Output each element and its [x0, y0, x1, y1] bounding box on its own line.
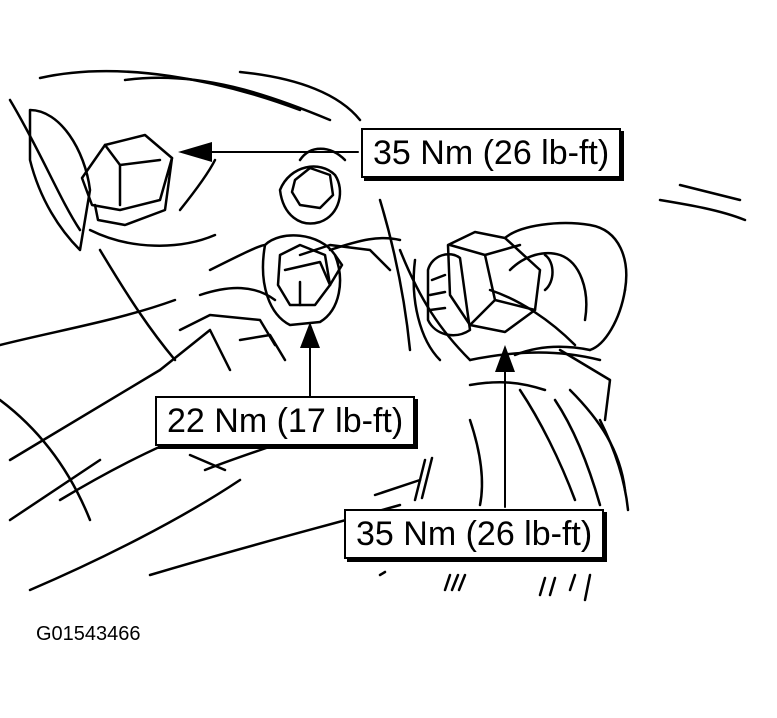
right-bolt-and-pipe — [426, 221, 628, 352]
arrow-top — [178, 142, 359, 162]
torque-callout-top: 35 Nm (26 lb-ft) — [361, 128, 622, 178]
torque-callout-bottom: 35 Nm (26 lb-ft) — [344, 509, 605, 559]
figure-code: G01543466 — [36, 623, 141, 645]
arrow-middle — [300, 322, 320, 397]
arrow-bottom — [495, 345, 515, 508]
torque-callout-middle: 22 Nm (17 lb-ft) — [155, 396, 416, 446]
top-left-nut — [28, 108, 217, 252]
middle-bolt — [178, 234, 344, 362]
upper-bolt — [278, 147, 347, 225]
